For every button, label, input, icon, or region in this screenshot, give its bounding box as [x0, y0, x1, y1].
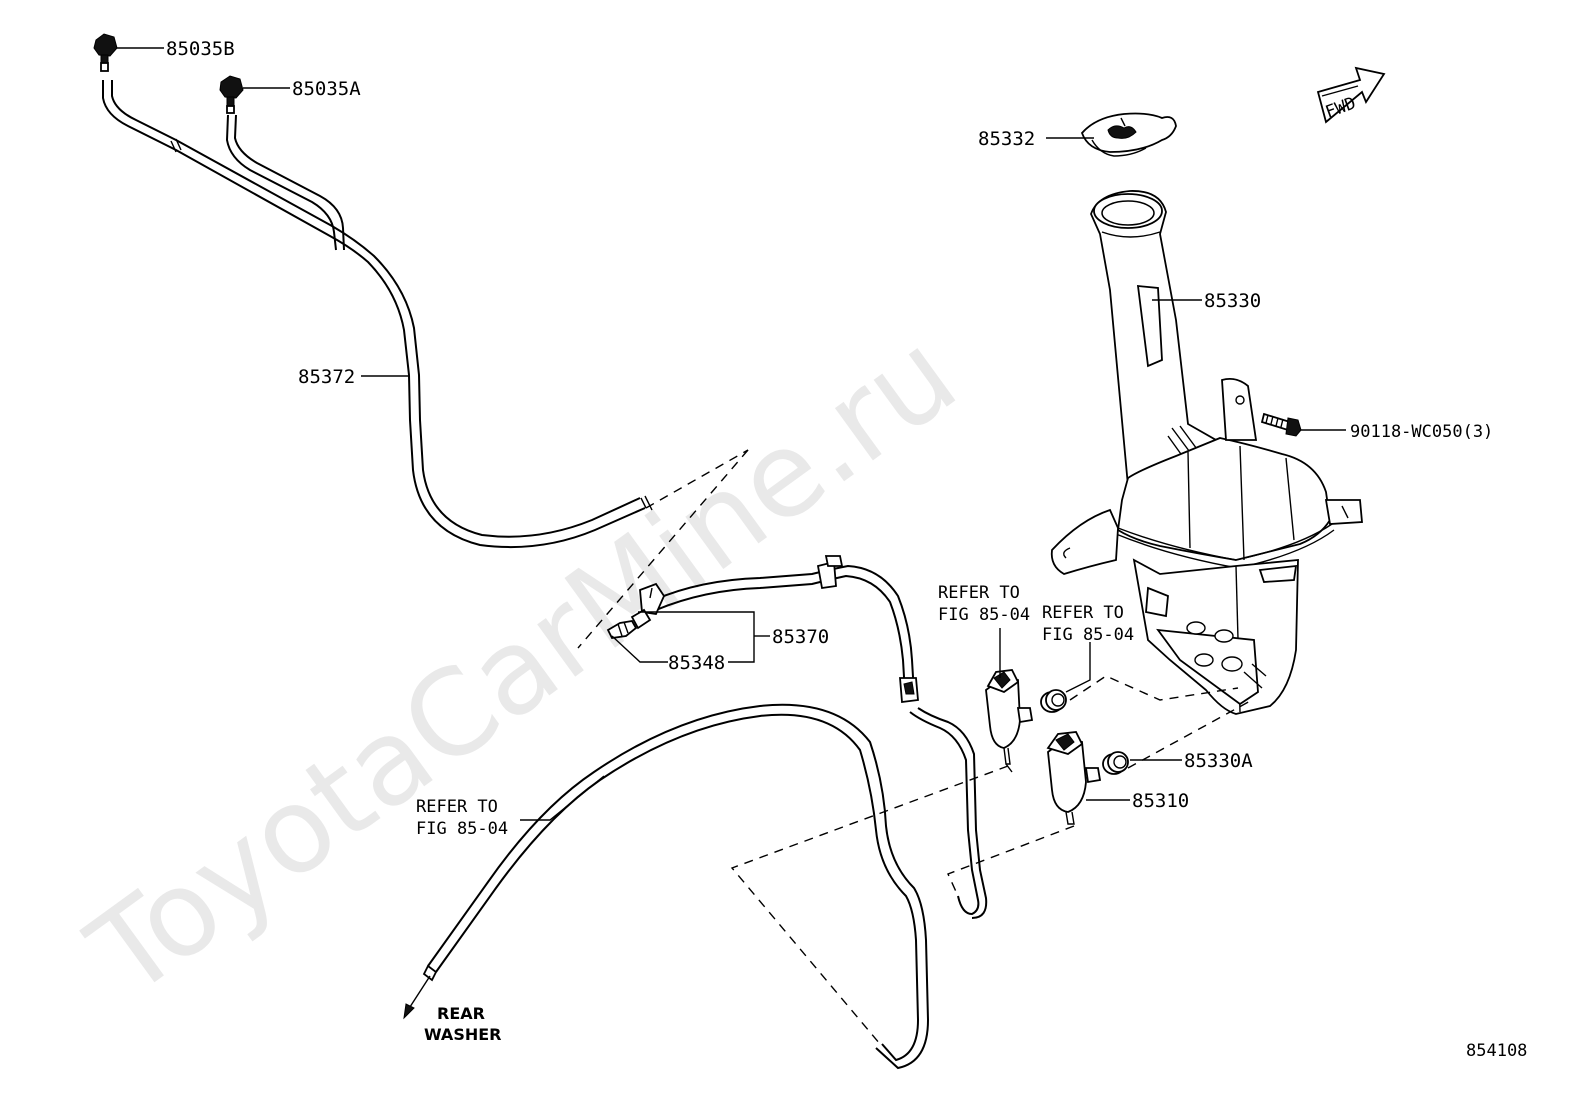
refer-upper-line2: FIG 85-04 — [938, 605, 1030, 625]
hose-85370 — [639, 555, 988, 919]
pump-85310 — [1046, 731, 1102, 825]
pump-upper — [985, 669, 1034, 773]
label-90118: 90118-WC050(3) — [1350, 422, 1493, 442]
hose-85372 — [102, 80, 653, 549]
watermark: ToyotaCarMine.ru — [65, 305, 981, 1023]
label-85330A: 85330A — [1184, 750, 1253, 772]
figure-id: 854108 — [1466, 1041, 1527, 1061]
refer-right-line2: FIG 85-04 — [1042, 625, 1134, 645]
cap-85332 — [1080, 112, 1177, 157]
label-85035A: 85035A — [292, 78, 361, 100]
label-85348: 85348 — [668, 652, 725, 674]
label-85035B: 85035B — [166, 38, 235, 60]
rear-washer-line2: WASHER — [424, 1025, 501, 1044]
label-85372: 85372 — [298, 366, 355, 388]
rear-washer-line1: REAR — [437, 1004, 485, 1023]
nozzle-85035B — [93, 33, 118, 72]
grommet-upper — [1040, 689, 1067, 713]
grommet-85330A — [1102, 751, 1129, 775]
refer-right-line1: REFER TO — [1042, 603, 1124, 623]
label-85310: 85310 — [1132, 790, 1189, 812]
nozzle-85035A — [219, 75, 244, 114]
label-85370: 85370 — [772, 626, 829, 648]
label-85332: 85332 — [978, 128, 1035, 150]
refer-left-line2: FIG 85-04 — [416, 819, 508, 839]
refer-upper-line1: REFER TO — [938, 583, 1020, 603]
refer-left-line1: REFER TO — [416, 797, 498, 817]
leader-lines — [117, 47, 1346, 821]
valve-85348 — [606, 608, 652, 639]
tank-85330 — [1050, 190, 1363, 715]
bolt-90118 — [1260, 412, 1302, 437]
dashed-guides — [577, 449, 1253, 1045]
fwd-arrow-icon: FWD — [1316, 66, 1386, 124]
label-85330: 85330 — [1204, 290, 1261, 312]
